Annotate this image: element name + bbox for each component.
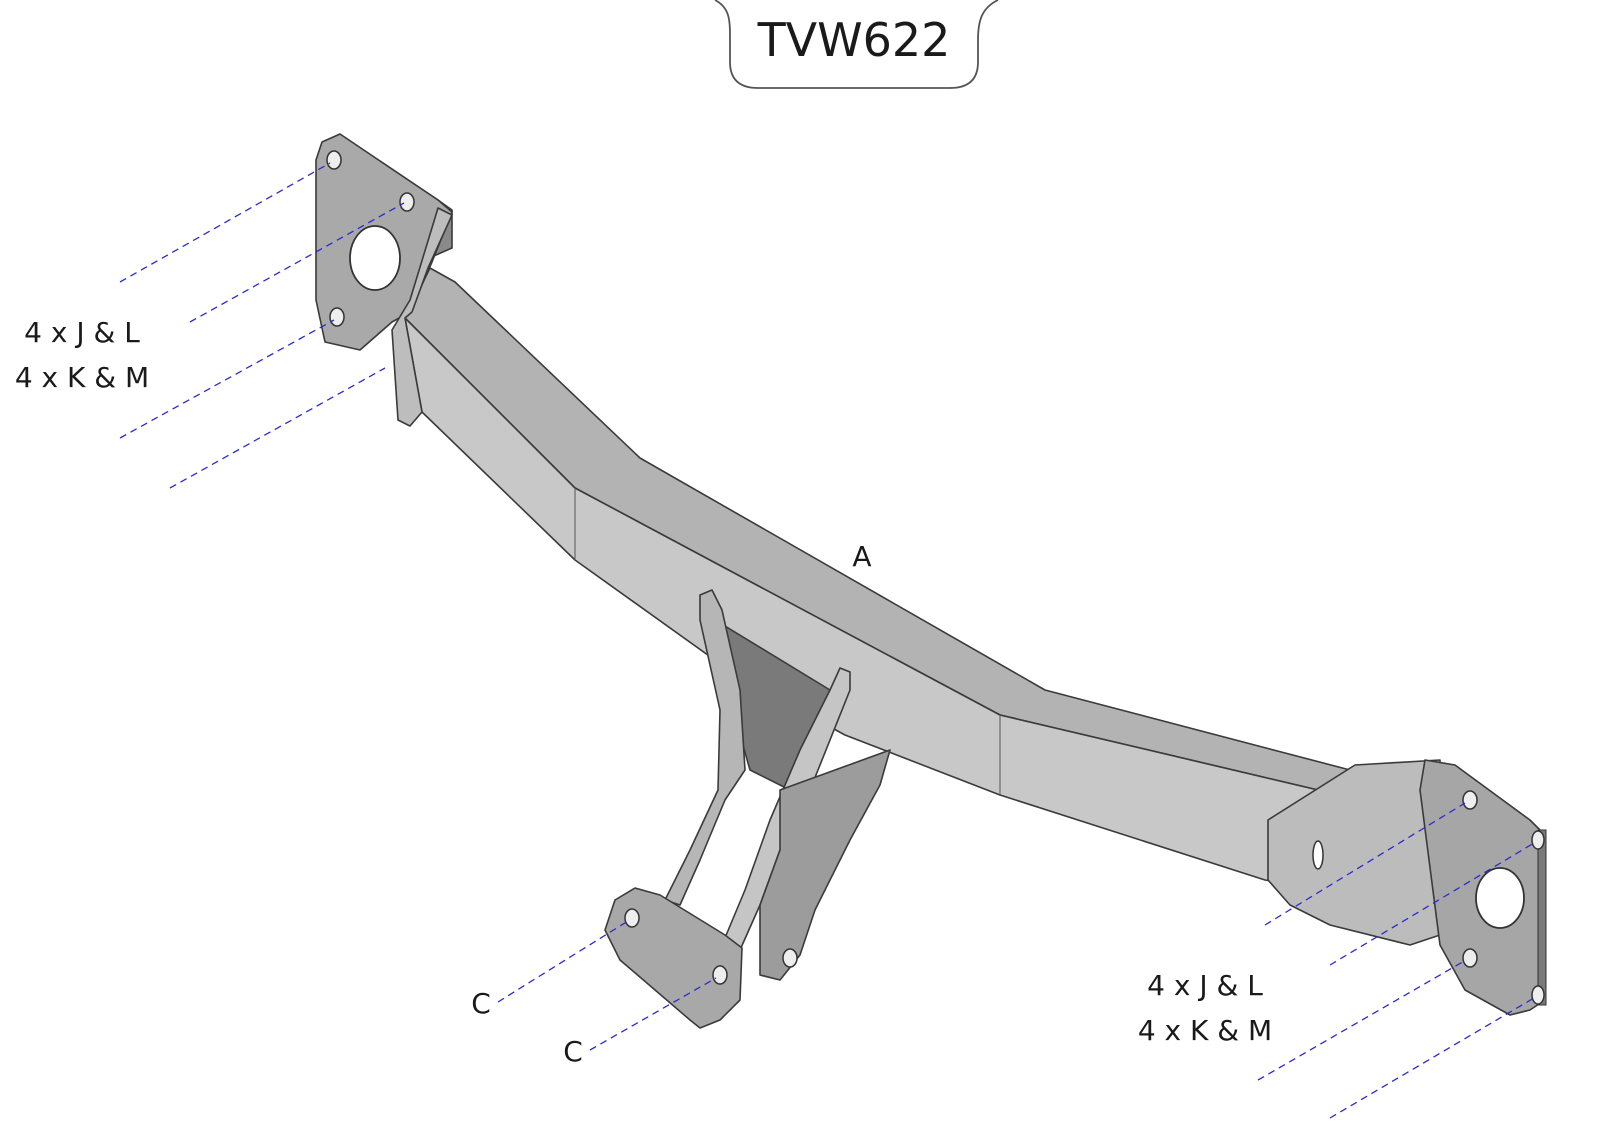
left-plate-bolt-hole: [399, 192, 415, 212]
right-plate-hole-large: [1475, 867, 1525, 929]
centre-neck-bracket: [604, 589, 891, 1029]
left-plate-bolt-hole: [329, 307, 345, 327]
right-plate-slot: [1312, 840, 1324, 870]
neck-side-body: [759, 749, 891, 981]
right-plate-bolt-hole: [1531, 985, 1545, 1005]
part-number-title: TVW622: [757, 13, 951, 67]
left-plate-gusset: [391, 207, 453, 427]
foot-plate-bolt-hole: [624, 908, 640, 928]
left-plate-hole-large: [349, 225, 401, 291]
label-left-fixings-1: 4 x J & L: [24, 316, 140, 349]
title-tab: TVW622: [714, 0, 999, 89]
neck-left-flange: [664, 589, 746, 906]
right-plate-bolt-hole: [1462, 948, 1478, 968]
right-mounting-plate: [1267, 759, 1547, 1016]
right-plate-bolt-hole: [1531, 830, 1545, 850]
neck-foot-plate: [604, 887, 743, 1029]
left-plate-bolt-hole: [326, 150, 342, 170]
label-right-fixings-1: 4 x J & L: [1147, 969, 1263, 1002]
main-crossbar: [404, 267, 1351, 889]
label-left-fixings-2: 4 x K & M: [15, 361, 149, 394]
label-centre-fixing-upper: C: [471, 987, 491, 1020]
label-main-bar: A: [852, 540, 871, 573]
label-right-fixings-2: 4 x K & M: [1138, 1014, 1272, 1047]
right-plate-side: [1267, 759, 1441, 946]
leader-lines: [119, 162, 1535, 1119]
left-mounting-plate: [315, 133, 453, 427]
neck-side-bolt-hole: [782, 948, 798, 968]
right-plate-bolt-hole: [1462, 790, 1478, 810]
crossbar-front-face: [404, 317, 1319, 889]
label-centre-fixing-lower: C: [563, 1035, 583, 1068]
foot-plate-bolt-hole: [712, 965, 728, 985]
